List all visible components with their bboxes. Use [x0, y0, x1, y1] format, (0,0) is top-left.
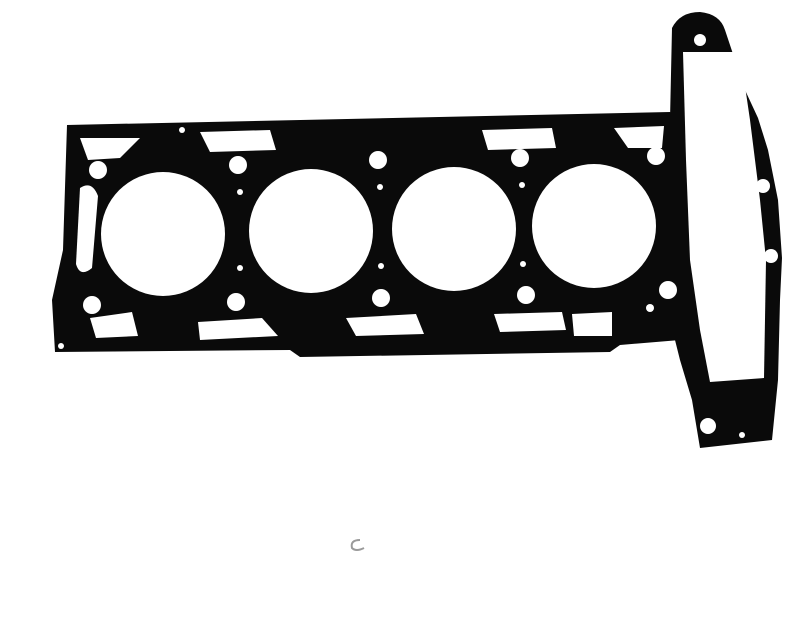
cylinder-bore-3	[392, 167, 516, 291]
hole-9	[517, 286, 535, 304]
hole-21	[756, 179, 770, 193]
hole-19	[58, 343, 64, 349]
hole-23	[700, 418, 716, 434]
hole-10	[659, 281, 677, 299]
hole-11	[179, 127, 185, 133]
hole-8	[372, 289, 390, 307]
cylinder-bores	[101, 164, 656, 296]
hole-20	[694, 34, 706, 46]
hole-5	[647, 147, 665, 165]
hole-14	[519, 182, 525, 188]
hole-17	[520, 261, 526, 267]
hole-2	[229, 156, 247, 174]
stray-mark	[350, 539, 365, 551]
hole-7	[227, 293, 245, 311]
hole-4	[511, 149, 529, 167]
hole-12	[237, 189, 243, 195]
cylinder-bore-2	[249, 169, 373, 293]
cylinder-bore-1	[101, 172, 225, 296]
coolant-passages	[76, 126, 664, 340]
hole-16	[378, 263, 384, 269]
hole-3	[369, 151, 387, 169]
hole-6	[83, 296, 101, 314]
flange-cutout	[683, 52, 766, 382]
hole-22	[764, 249, 778, 263]
hole-13	[377, 184, 383, 190]
cylinder-bore-4	[532, 164, 656, 288]
hole-24	[739, 432, 745, 438]
hole-18	[646, 304, 654, 312]
hole-1	[89, 161, 107, 179]
bolt-holes	[58, 34, 778, 438]
hole-15	[237, 265, 243, 271]
